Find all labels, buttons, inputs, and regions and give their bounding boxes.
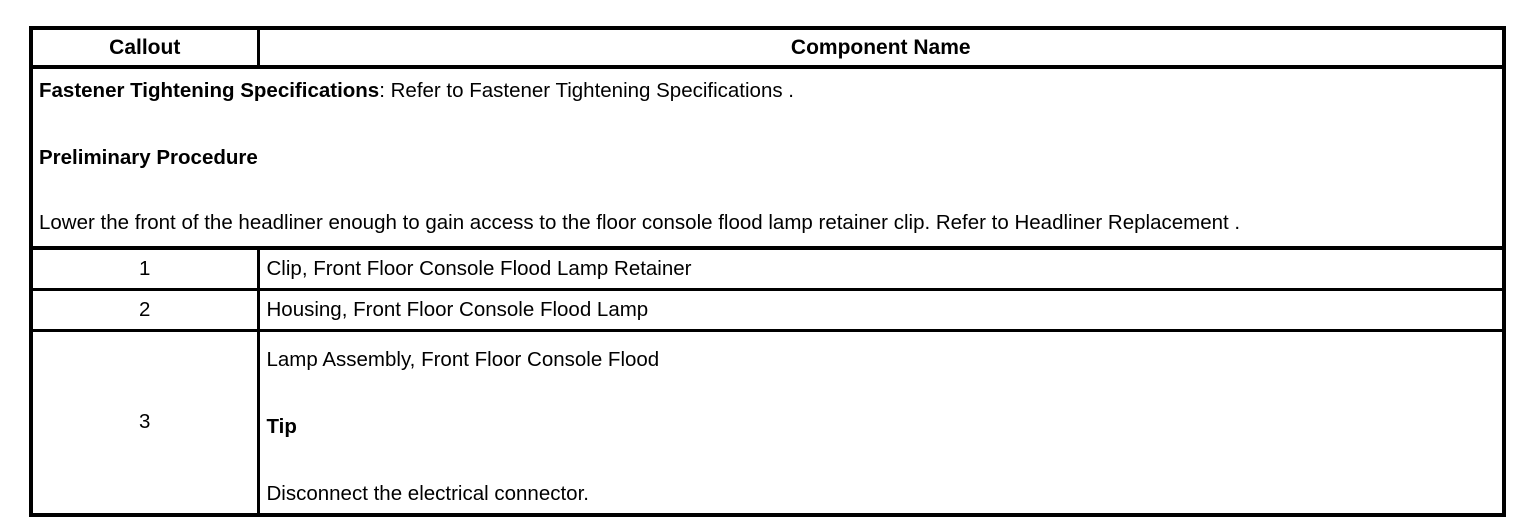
preliminary-procedure-heading: Preliminary Procedure — [39, 146, 258, 169]
component-callout-table: Callout Component Name Fastener Tighteni… — [29, 26, 1506, 517]
fastener-spec-text: : Refer to Fastener Tightening Specifica… — [379, 79, 794, 102]
component-name: Lamp Assembly, Front Floor Console Flood — [266, 348, 660, 371]
fastener-spec-line: Fastener Tightening Specifications: Refe… — [39, 79, 1494, 102]
callout-number: 2 — [31, 289, 260, 332]
column-header-callout: Callout — [31, 28, 260, 69]
spacer-4 — [267, 439, 1503, 482]
spacer-2 — [39, 169, 1494, 211]
spacer-1 — [39, 102, 1494, 146]
callout-number: 3 — [31, 330, 260, 515]
preliminary-procedure-row: Fastener Tightening Specifications: Refe… — [31, 67, 1504, 250]
table-header-row: Callout Component Name — [31, 28, 1504, 69]
tip-heading: Tip — [266, 415, 297, 438]
table-row: 1 Clip, Front Floor Console Flood Lamp R… — [31, 248, 1504, 291]
component-name-cell: Lamp Assembly, Front Floor Console Flood… — [258, 330, 1504, 515]
tip-text: Disconnect the electrical connector. — [266, 482, 589, 505]
table-row: 3 Lamp Assembly, Front Floor Console Flo… — [31, 330, 1504, 515]
fastener-spec-label: Fastener Tightening Specifications — [39, 79, 380, 102]
preliminary-procedure-cell: Fastener Tightening Specifications: Refe… — [31, 67, 1504, 250]
table-row: 2 Housing, Front Floor Console Flood Lam… — [31, 289, 1504, 332]
component-name: Housing, Front Floor Console Flood Lamp — [258, 289, 1504, 332]
preliminary-procedure-text: Lower the front of the headliner enough … — [39, 211, 1241, 234]
column-header-component-name: Component Name — [258, 28, 1504, 69]
component-name: Clip, Front Floor Console Flood Lamp Ret… — [258, 248, 1504, 291]
callout-number: 1 — [31, 248, 260, 291]
spacer-3 — [267, 372, 1503, 415]
